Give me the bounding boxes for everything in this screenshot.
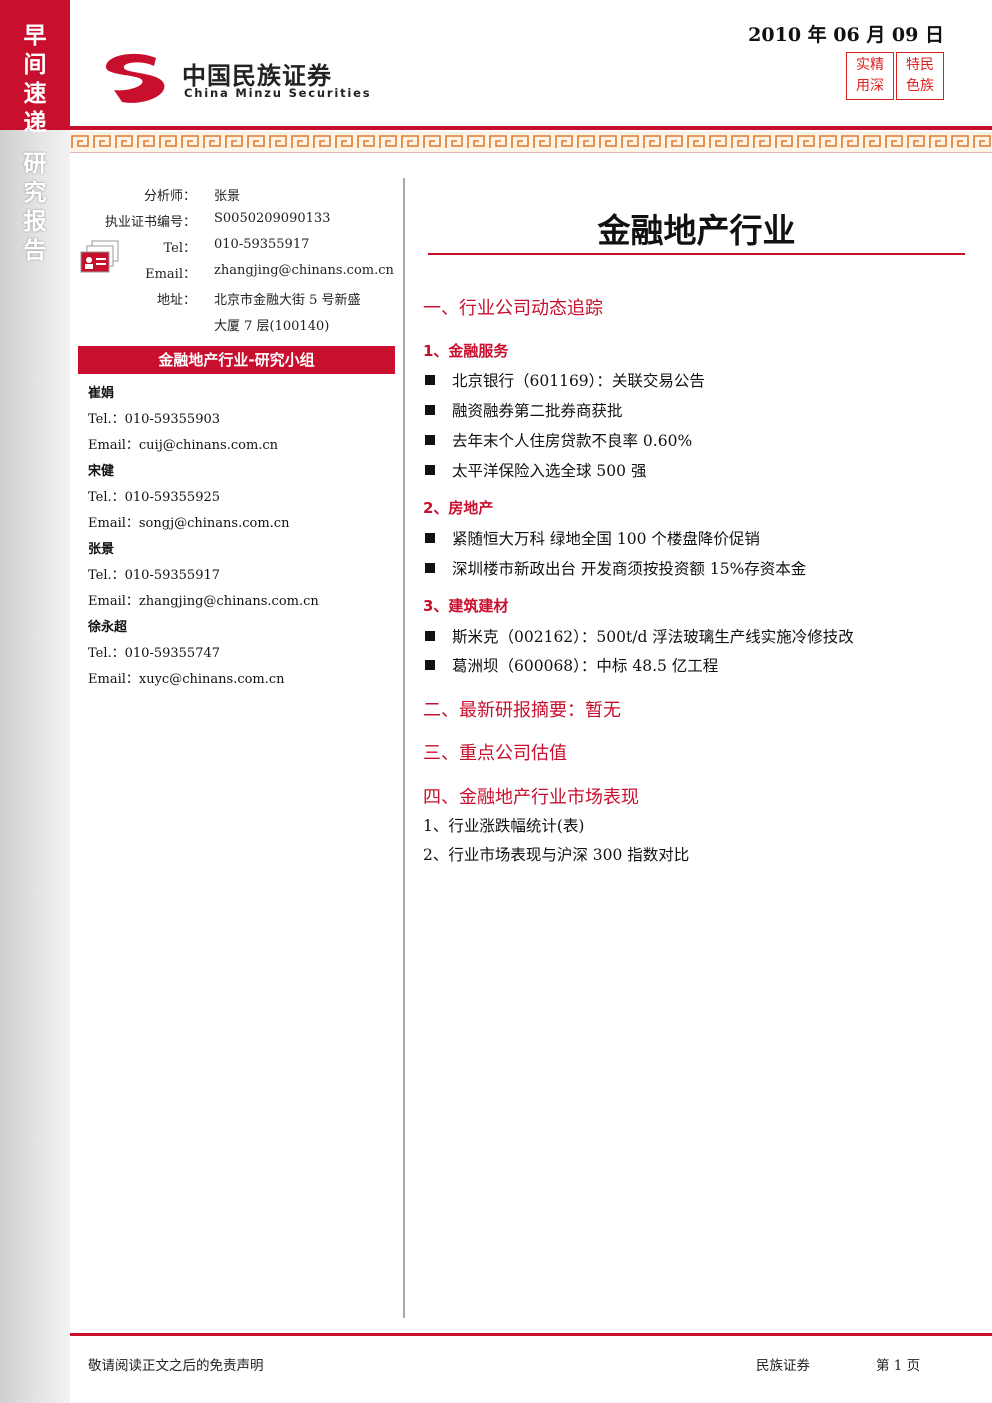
member-name: 徐永超 [88,620,128,635]
bullet-icon [425,631,435,641]
member-tel: Tel.：010-59355747 [88,646,221,661]
list-item: 2、行业市场表现与沪深 300 指数对比 [423,846,690,864]
company-logo: 中国民族证券 China Minzu Securities [98,50,388,106]
member-name: 宋健 [88,464,115,479]
member-tel: Tel.：010-59355925 [88,490,221,505]
analyst-label: 分析师： [143,189,196,204]
decorative-pattern-band [70,132,992,152]
column-divider [403,178,405,1318]
bullet-icon [425,533,435,543]
subsection-heading-3: 3、建筑建材 [423,597,509,615]
footer-rule [70,1333,992,1336]
bullet-icon [425,435,435,445]
list-item: 深圳楼市新政出台 开发商须按投资额 15%存资本金 [425,557,806,579]
member-email[interactable]: Email：zhangjing@chinans.com.cn [88,594,319,609]
list-item: 北京银行（601169）：关联交易公告 [425,369,705,391]
address-value: 北京市金融大街 5 号新盛 [214,293,361,308]
list-item: 去年末个人住房贷款不良率 0.60% [425,429,692,451]
license-value: S0050209090133 [214,211,331,226]
footer-disclaimer: 敬请阅读正文之后的免责声明 [88,1358,264,1374]
team-header: 金融地产行业-研究小组 [78,346,395,374]
analyst-value: 张景 [214,189,241,204]
tel-label: Tel： [163,241,196,256]
section-heading-3: 三、重点公司估值 [423,743,567,764]
list-item: 1、行业涨跌幅统计(表) [423,817,585,835]
bullet-icon [425,465,435,475]
sidebar-bottom-label: 研 究 报 告 [23,151,47,264]
sidebar-red-block [0,0,70,130]
list-item: 葛洲坝（600068）：中标 48.5 亿工程 [425,654,718,676]
member-name: 张景 [88,542,115,557]
list-item: 斯米克（002162）：500t/d 浮法玻璃生产线实施冷修技改 [425,625,854,647]
subsection-heading-1: 1、金融服务 [423,342,509,360]
member-name: 崔娟 [88,386,115,401]
report-date: 2010 年 06 月 09 日 [748,24,944,46]
address-label: 地址： [156,293,196,308]
page-title: 金融地产行业 [597,211,796,250]
member-email[interactable]: Email：xuyc@chinans.com.cn [88,672,285,687]
list-item: 融资融券第二批券商获批 [425,399,623,421]
list-item: 太平洋保险入选全球 500 强 [425,459,646,481]
footer-page-number: 第 1 页 [876,1358,921,1374]
member-email[interactable]: Email：cuij@chinans.com.cn [88,438,279,453]
bullet-icon [425,660,435,670]
header-red-rule [70,126,992,130]
stamp-left: 实精 用深 [846,52,894,100]
title-rule [428,253,965,255]
address-value-line2: 大厦 7 层(100140) [214,319,330,334]
footer-company: 民族证券 [756,1358,810,1374]
list-item: 紧随恒大万科 绿地全国 100 个楼盘降价促销 [425,527,760,549]
sidebar-top-label: 早 间 速 递 [23,23,47,136]
email-label: Email： [145,267,196,282]
member-email[interactable]: Email：songj@chinans.com.cn [88,516,290,531]
logo-chinese-name: 中国民族证券 [182,62,332,90]
email-value[interactable]: zhangjing@chinans.com.cn [214,263,394,278]
bullet-icon [425,563,435,573]
section-heading-1: 一、行业公司动态追踪 [423,298,603,319]
logo-english-name: China Minzu Securities [184,86,372,100]
bullet-icon [425,405,435,415]
section-heading-2: 二、最新研报摘要：暂无 [423,700,621,721]
header-thin-rule [70,152,992,153]
business-card-icon [80,240,119,273]
sidebar-strip [0,0,70,1403]
member-tel: Tel.：010-59355903 [88,412,221,427]
stamp-right: 特民 色族 [896,52,944,100]
tel-value: 010-59355917 [214,237,310,252]
bullet-icon [425,375,435,385]
member-tel: Tel.：010-59355917 [88,568,221,583]
subsection-heading-2: 2、房地产 [423,499,494,517]
section-heading-4: 四、金融地产行业市场表现 [423,787,639,808]
seal-stamp: 实精 用深 特民 色族 [846,52,944,100]
license-label: 执业证书编号： [104,215,196,230]
logo-mark-icon [105,53,165,103]
